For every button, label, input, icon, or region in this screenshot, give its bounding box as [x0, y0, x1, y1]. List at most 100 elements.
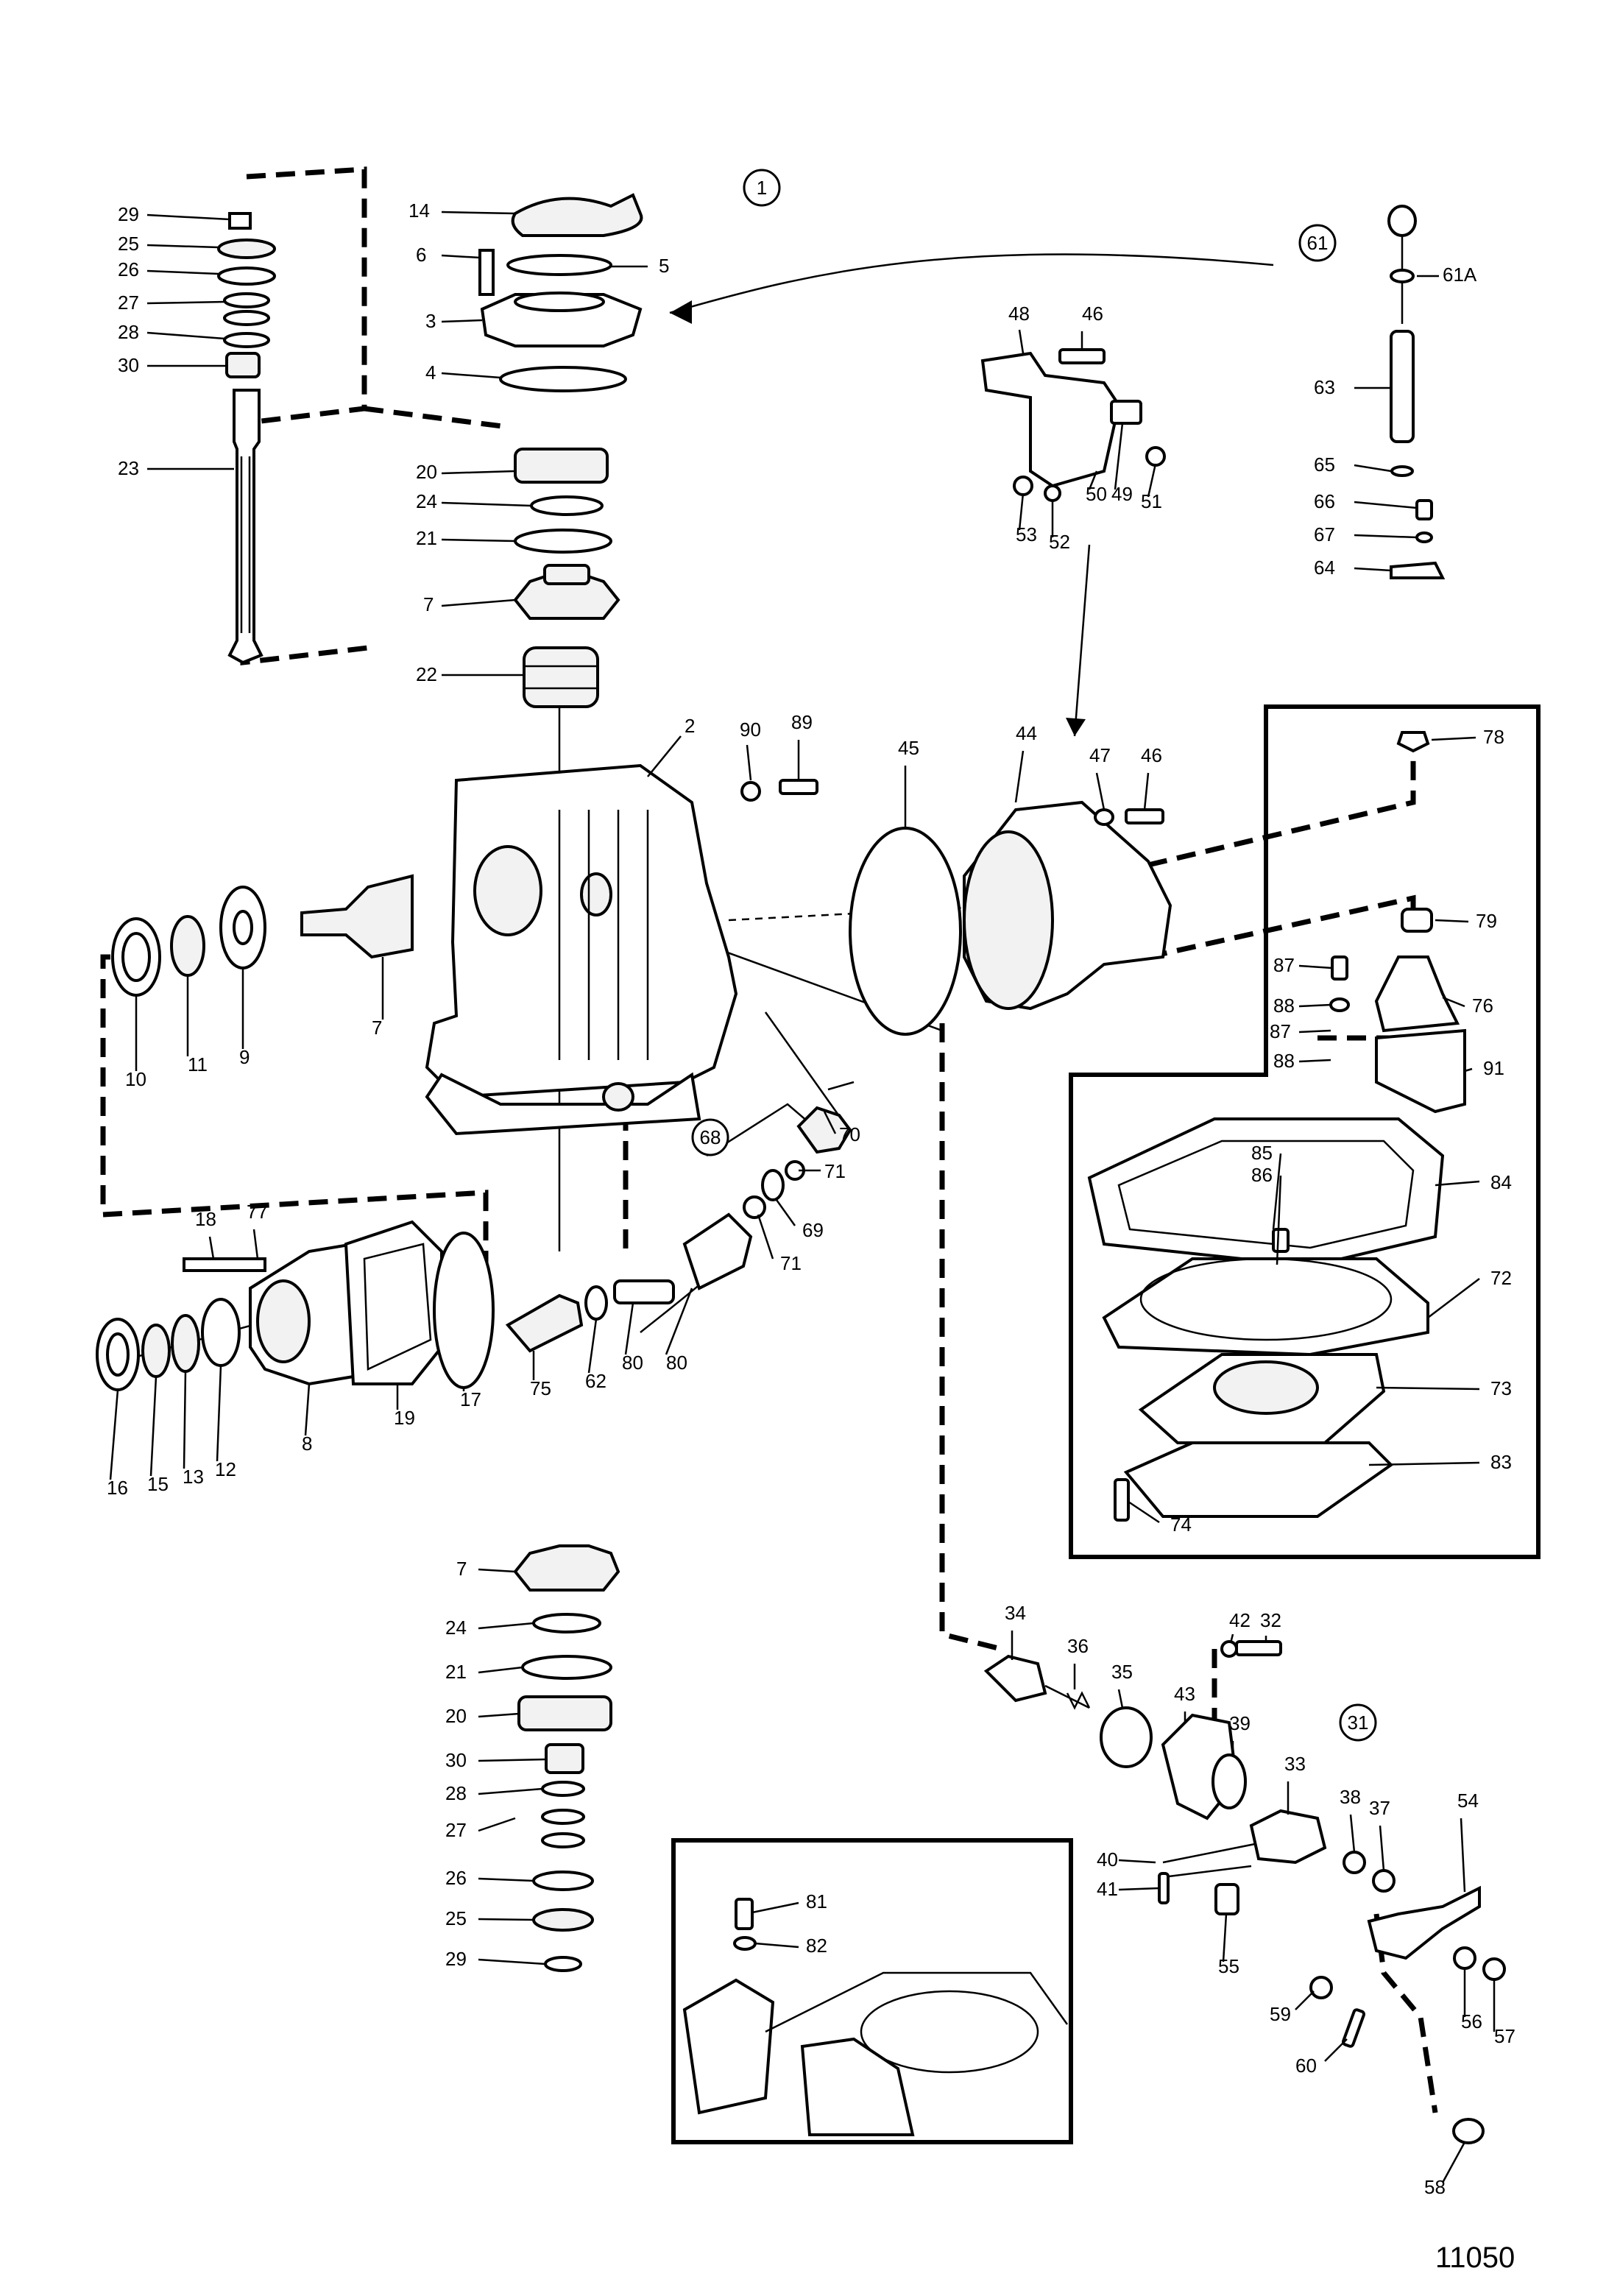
top-cover-stack — [478, 193, 643, 708]
bearing-20 — [514, 448, 609, 484]
part-label: 60 — [1295, 2055, 1317, 2077]
lever-33 — [1249, 1809, 1327, 1865]
part-label: 44 — [1016, 722, 1037, 744]
leader-line — [1018, 492, 1025, 531]
leader-line — [1018, 329, 1025, 354]
part-label: 88 — [1273, 995, 1295, 1017]
part-label: 90 — [740, 718, 761, 741]
screw-66 — [1415, 499, 1433, 520]
leader-line — [647, 735, 682, 777]
leader-line — [1441, 2141, 1466, 2183]
part-label: 71 — [780, 1252, 802, 1274]
part-label: 83 — [1490, 1451, 1512, 1473]
nut-53 — [1013, 476, 1033, 496]
leader-line — [478, 1622, 534, 1630]
part-label: 27 — [445, 1819, 467, 1841]
leader-line — [751, 1901, 799, 1914]
part-label: 39 — [1229, 1712, 1251, 1734]
part-label: 46 — [1141, 744, 1162, 766]
part-label: 52 — [1049, 531, 1070, 553]
leader-line — [478, 1918, 534, 1921]
part-label: 20 — [416, 461, 437, 483]
leader-line — [478, 1712, 520, 1718]
nut-57 — [1482, 1957, 1506, 1981]
part-label: 19 — [394, 1407, 415, 1429]
leader-line — [1229, 1633, 1234, 1644]
leader-line — [1118, 1887, 1160, 1891]
mount-76 — [1374, 956, 1460, 1033]
nut-29 — [228, 212, 252, 230]
screw-85 — [1272, 1228, 1290, 1253]
leader-line — [1354, 501, 1418, 509]
leader-line — [149, 1376, 158, 1477]
part-label: 76 — [1472, 995, 1493, 1017]
part-label: 51 — [1141, 490, 1162, 512]
part-label: 11 — [188, 1053, 208, 1075]
gear-7-top — [513, 573, 620, 620]
washer-71 — [743, 1195, 766, 1219]
group-circle — [691, 1118, 729, 1156]
part-label: 6 — [416, 244, 426, 266]
part-label: 13 — [183, 1466, 204, 1488]
part-label: 81 — [806, 1890, 827, 1912]
washer-88 — [1329, 997, 1350, 1012]
washer-67 — [1415, 531, 1433, 543]
part-label: 33 — [1284, 1753, 1306, 1775]
bolt-58 — [1452, 2118, 1485, 2144]
leader-line — [441, 501, 532, 507]
leader-line — [1298, 1029, 1331, 1034]
leader-line — [208, 1236, 215, 1260]
part-label: 80 — [666, 1352, 687, 1374]
knob-70 — [796, 1106, 852, 1154]
part-label: 50 — [1086, 483, 1107, 505]
bolt-18 — [183, 1257, 266, 1272]
leader-line — [1354, 567, 1392, 572]
part-label: 15 — [147, 1473, 169, 1495]
bearing-30 — [225, 352, 261, 378]
leader-line — [1222, 1913, 1228, 1963]
part-label: 25 — [445, 1907, 467, 1929]
nut-69 — [761, 1169, 785, 1201]
leader-line — [1114, 423, 1124, 490]
part-label: 64 — [1314, 557, 1335, 579]
ring-12 — [201, 1298, 241, 1367]
leader-line — [441, 319, 483, 323]
part-label: 71 — [824, 1160, 846, 1182]
leader-line — [146, 300, 225, 305]
part-label: 65 — [1314, 453, 1335, 476]
part-label: 12 — [215, 1458, 236, 1480]
leader-line — [1354, 464, 1392, 473]
part-label: 47 — [1089, 744, 1111, 766]
leader-line — [1128, 1500, 1160, 1524]
washer-26 — [217, 266, 276, 286]
part-label: 62 — [585, 1370, 606, 1392]
screw-46b — [1058, 348, 1106, 364]
shim-28 — [223, 332, 270, 348]
part-label: 69 — [802, 1219, 824, 1241]
screw-51 — [1145, 446, 1166, 467]
lower-left-assembly — [96, 1220, 495, 1391]
part-label: 82 — [806, 1935, 827, 1957]
leader-line — [146, 213, 230, 221]
inset-detail-frame — [671, 1838, 1073, 2144]
leader-line — [746, 744, 752, 781]
leader-line — [478, 1787, 543, 1795]
clip-49 — [1110, 400, 1142, 425]
sleeve-63 — [1390, 330, 1415, 443]
part-label: 45 — [898, 737, 919, 759]
part-label: 73 — [1490, 1377, 1512, 1399]
shim-27a — [223, 292, 270, 308]
screw-74 — [1114, 1478, 1130, 1522]
part-label: 21 — [416, 527, 437, 549]
part-label: 14 — [408, 199, 430, 222]
part-label: 88 — [1273, 1050, 1295, 1072]
part-label: 30 — [118, 354, 139, 376]
part-label: 74 — [1170, 1513, 1192, 1536]
oring-45 — [849, 827, 962, 1036]
washer-26b — [532, 1871, 594, 1891]
group-label: 68 — [700, 1126, 721, 1148]
part-label: 43 — [1174, 1683, 1195, 1705]
lower-shaft-assembly — [513, 1544, 620, 1972]
